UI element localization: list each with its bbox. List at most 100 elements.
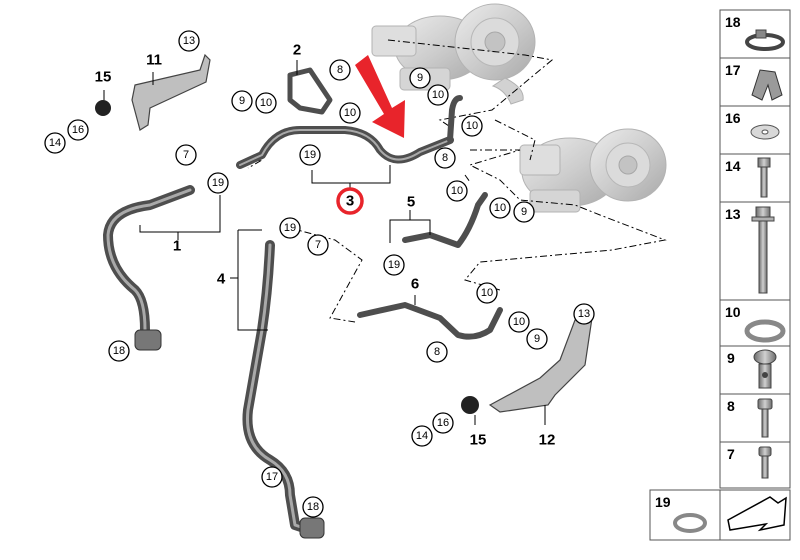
callout-9-b[interactable]: 9 (409, 67, 431, 89)
arrow-symbol-icon (727, 496, 787, 532)
svg-text:14: 14 (49, 137, 61, 149)
legend-item-18[interactable]: 18 (719, 9, 791, 59)
callout-9-d[interactable]: 9 (526, 328, 548, 350)
svg-text:10: 10 (260, 97, 272, 109)
callout-7-a[interactable]: 7 (175, 144, 197, 166)
callout-10-e[interactable]: 10 (446, 180, 468, 202)
small-screw-icon (758, 446, 772, 479)
callout-10-g[interactable]: 10 (476, 282, 498, 304)
legend-item-14[interactable]: 14 (719, 153, 791, 203)
svg-text:17: 17 (266, 471, 278, 483)
svg-text:9: 9 (239, 95, 245, 107)
callout-19-c[interactable]: 19 (279, 217, 301, 239)
callout-5[interactable]: 5 (407, 194, 415, 211)
callout-1[interactable]: 1 (173, 238, 181, 255)
parts-legend: 18 17 16 14 (649, 9, 791, 541)
washer-icon (750, 124, 780, 140)
svg-text:19: 19 (212, 177, 224, 189)
svg-text:19: 19 (655, 494, 671, 510)
callout-10-c[interactable]: 10 (427, 84, 449, 106)
bracket-12 (461, 317, 593, 414)
legend-item-13[interactable]: 13 (719, 201, 791, 301)
svg-text:16: 16 (725, 110, 741, 126)
svg-text:16: 16 (437, 417, 449, 429)
callout-19-b[interactable]: 19 (299, 144, 321, 166)
hex-bolt-short-icon (757, 157, 771, 198)
svg-text:10: 10 (451, 185, 463, 197)
direction-arrow (355, 55, 405, 138)
callout-9-a[interactable]: 9 (231, 90, 253, 112)
svg-text:19: 19 (284, 222, 296, 234)
hose-clamp-lower (299, 517, 325, 539)
svg-text:9: 9 (521, 206, 527, 218)
callout-18-b[interactable]: 18 (302, 496, 324, 518)
callout-19-a[interactable]: 19 (207, 172, 229, 194)
svg-text:8: 8 (434, 346, 440, 358)
svg-text:19: 19 (304, 149, 316, 161)
callout-13-lower[interactable]: 13 (573, 303, 595, 325)
circle-callouts: 13 14 16 8 9 10 10 9 10 10 8 7 19 19 18 … (44, 30, 595, 518)
callout-10-b[interactable]: 10 (339, 102, 361, 124)
svg-text:7: 7 (315, 239, 321, 251)
callout-10-a[interactable]: 10 (255, 92, 277, 114)
callout-10-h[interactable]: 10 (508, 311, 530, 333)
callout-12[interactable]: 12 (539, 432, 556, 449)
callout-7-b[interactable]: 7 (307, 234, 329, 256)
legend-item-19[interactable]: 19 (649, 489, 791, 541)
rubber-grommet (461, 396, 479, 414)
turbocharger-lower (519, 128, 667, 213)
callout-17[interactable]: 17 (261, 466, 283, 488)
callout-8-a[interactable]: 8 (329, 59, 351, 81)
callout-13-upper[interactable]: 13 (178, 30, 200, 52)
legend-item-9[interactable]: 9 (719, 345, 791, 395)
svg-text:10: 10 (481, 287, 493, 299)
callout-8-b[interactable]: 8 (434, 147, 456, 169)
banjo-bolt-icon (753, 349, 777, 389)
callout-9-c[interactable]: 9 (513, 201, 535, 223)
callout-18-a[interactable]: 18 (108, 340, 130, 362)
main-callouts: 1 2 3 4 5 6 11 12 15 15 (95, 42, 556, 449)
hose-clamp-upper (134, 329, 162, 351)
svg-text:13: 13 (183, 35, 195, 47)
legend-item-7[interactable]: 7 (719, 441, 791, 489)
callout-15-upper[interactable]: 15 (95, 69, 112, 86)
callout-4[interactable]: 4 (217, 271, 226, 288)
svg-text:10: 10 (725, 304, 741, 320)
svg-text:13: 13 (725, 206, 741, 222)
legend-item-17[interactable]: 17 (719, 57, 791, 107)
callout-11[interactable]: 11 (146, 52, 162, 69)
callout-14-upper[interactable]: 14 (44, 132, 66, 154)
svg-text:18: 18 (307, 501, 319, 513)
callout-14-lower[interactable]: 14 (411, 425, 433, 447)
callout-6[interactable]: 6 (411, 276, 419, 293)
callout-3-highlighted[interactable]: 3 (336, 187, 364, 215)
svg-text:10: 10 (344, 107, 356, 119)
socket-head-screw-icon (757, 398, 773, 438)
callout-3: 3 (346, 193, 354, 210)
svg-text:7: 7 (727, 446, 735, 462)
callout-19-d[interactable]: 19 (383, 254, 405, 276)
svg-text:14: 14 (725, 158, 741, 174)
callout-10-f[interactable]: 10 (489, 197, 511, 219)
callout-16-upper[interactable]: 16 (67, 119, 89, 141)
svg-text:14: 14 (416, 430, 428, 442)
hex-bolt-long-icon (751, 206, 775, 294)
svg-text:9: 9 (417, 72, 423, 84)
svg-text:9: 9 (534, 333, 540, 345)
svg-text:10: 10 (513, 316, 525, 328)
callout-15-lower[interactable]: 15 (470, 432, 487, 449)
svg-text:8: 8 (337, 64, 343, 76)
legend-item-16[interactable]: 16 (719, 105, 791, 155)
sealing-ring-icon (744, 319, 786, 343)
legend-item-8[interactable]: 8 (719, 393, 791, 443)
rubber-grommet (95, 100, 111, 116)
callout-2[interactable]: 2 (293, 42, 301, 59)
callout-16-lower[interactable]: 16 (432, 412, 454, 434)
callout-10-d[interactable]: 10 (461, 115, 483, 137)
svg-text:8: 8 (727, 398, 735, 414)
svg-text:10: 10 (466, 120, 478, 132)
svg-text:16: 16 (72, 124, 84, 136)
legend-item-10[interactable]: 10 (719, 299, 791, 347)
callout-8-c[interactable]: 8 (426, 341, 448, 363)
